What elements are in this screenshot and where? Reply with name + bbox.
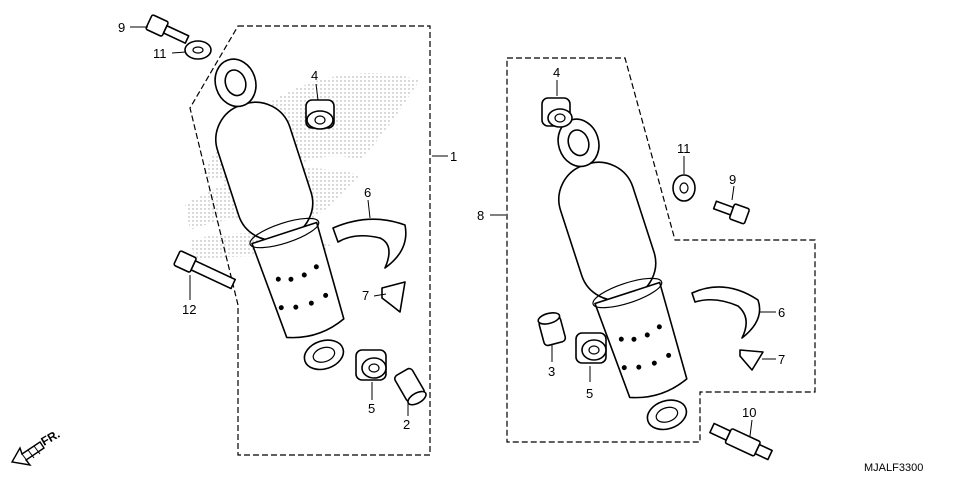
bush-5-lower-left <box>355 349 387 381</box>
cover-6-left <box>332 218 407 269</box>
callout-clip-7-left: 7 <box>362 288 369 303</box>
washer-11-right <box>672 174 696 202</box>
callout-cover-6-right: 6 <box>778 305 785 320</box>
callout-collar-3: 3 <box>548 364 555 379</box>
washer-11-left <box>184 40 212 60</box>
callout-bush-4-right: 4 <box>553 65 560 80</box>
bolt-9-upper-left <box>145 14 190 44</box>
clip-7-right <box>739 349 764 371</box>
callout-stud-bolt-10: 10 <box>742 405 756 420</box>
callout-shock-8: 8 <box>477 208 484 223</box>
callout-bush-4-left: 4 <box>311 68 318 83</box>
diagram-code: MJALF3300 <box>864 462 923 474</box>
stud-bolt-10 <box>709 422 773 461</box>
callout-washer-11-right: 11 <box>677 141 691 156</box>
callout-shock-1: 1 <box>450 149 457 164</box>
bush-4-upper-left <box>305 99 335 130</box>
shock-absorber-right <box>557 118 688 431</box>
callout-bolt-9-right: 9 <box>729 172 736 187</box>
callout-bush-5-left: 5 <box>368 401 375 416</box>
bush-5-lower-right <box>575 332 607 364</box>
callout-collar-2: 2 <box>403 417 410 432</box>
left-assembly: 9 11 4 1 6 7 12 5 2 <box>118 14 457 456</box>
callout-lower-bolt-12: 12 <box>182 302 196 317</box>
front-arrow-icon <box>10 441 45 466</box>
bush-4-upper-right <box>541 97 573 128</box>
right-group-border <box>506 57 816 443</box>
collar-3 <box>537 312 567 347</box>
shock-absorber-left <box>214 58 345 371</box>
callout-cover-6-left: 6 <box>364 185 371 200</box>
clip-7-left <box>381 281 406 313</box>
collar-2 <box>394 367 427 406</box>
cover-6-right <box>691 286 761 339</box>
left-group-border <box>189 25 431 456</box>
bolt-9-upper-right <box>712 200 750 225</box>
lower-bolt-12 <box>173 250 237 290</box>
callout-bolt-9-left: 9 <box>118 20 125 35</box>
callout-washer-11-left: 11 <box>153 46 167 61</box>
right-assembly: 4 11 9 8 6 7 3 5 10 <box>477 57 816 461</box>
callout-bush-5-right: 5 <box>586 386 593 401</box>
callout-clip-7-right: 7 <box>778 352 785 367</box>
